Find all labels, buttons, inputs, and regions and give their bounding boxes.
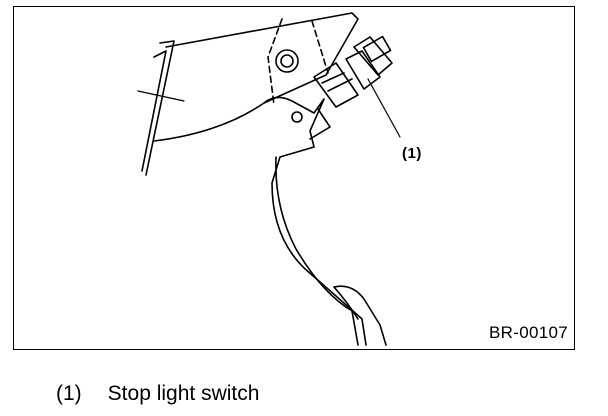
callout-leader-line [367, 78, 401, 138]
pedal-arm [263, 96, 367, 346]
pedal-pad [333, 285, 387, 346]
bulkhead-panel [137, 40, 185, 176]
illustration-frame: (1) BR-00107 [13, 6, 575, 350]
stop-light-switch [309, 35, 393, 140]
brake-pedal-illustration [137, 12, 401, 346]
legend-item-number: (1) [56, 382, 82, 405]
callout-label-1: (1) [402, 145, 422, 162]
pivot-bolt [275, 49, 299, 73]
legend-item-1: (1) Stop light switch [56, 382, 259, 406]
figure-id-label: BR-00107 [489, 323, 568, 342]
legend-item-text: Stop light switch [107, 382, 260, 405]
